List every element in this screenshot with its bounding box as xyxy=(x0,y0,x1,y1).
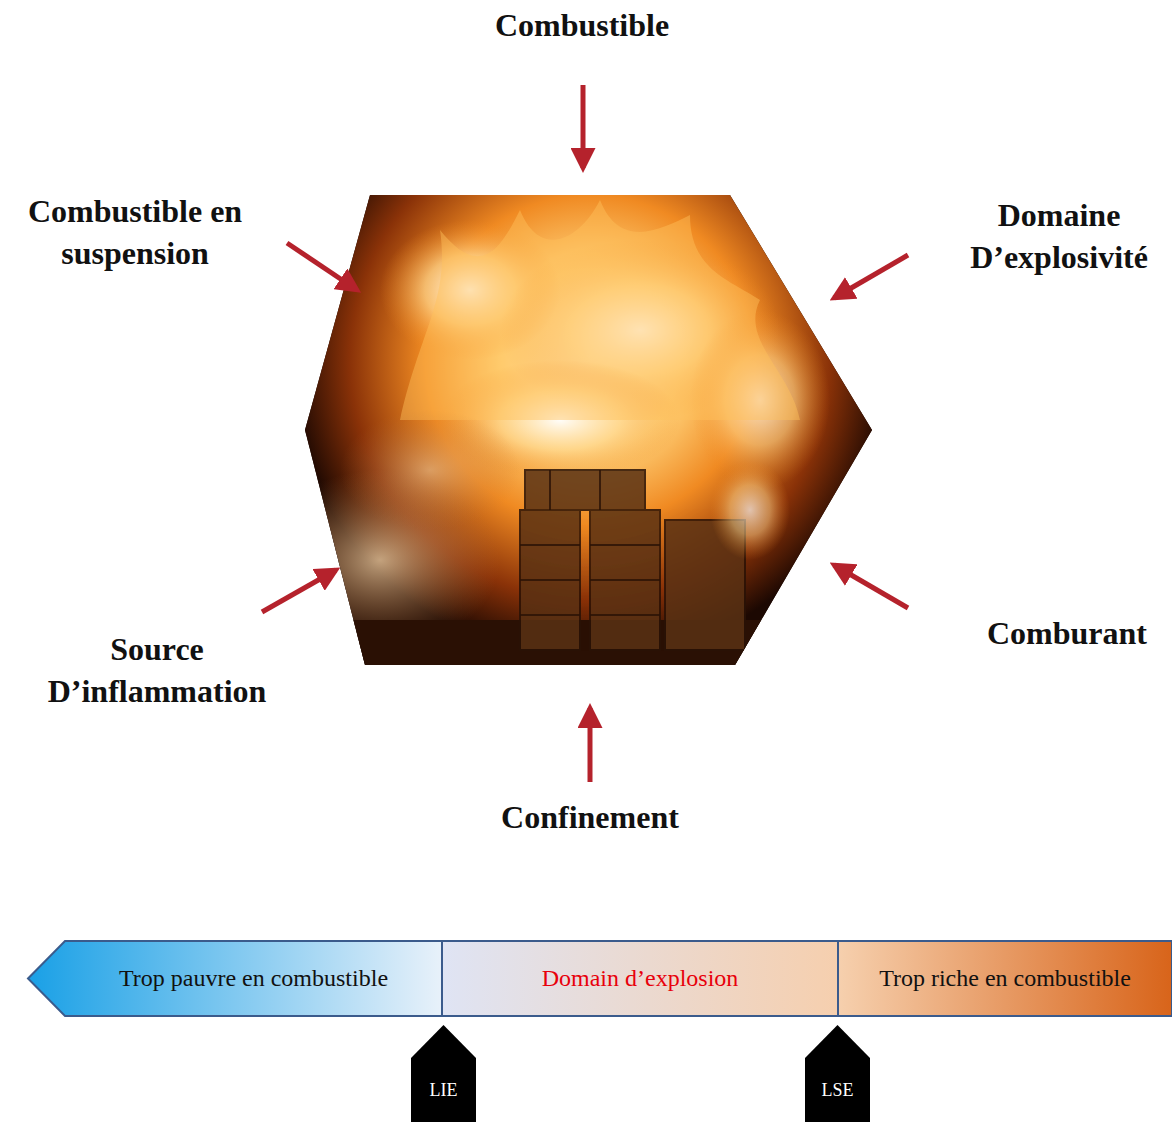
factor-label: Combustible xyxy=(495,4,669,46)
band-shape xyxy=(805,1025,870,1122)
limit-marker: LIE xyxy=(411,1025,476,1122)
band-outline xyxy=(805,1025,870,1122)
limit-marker: LSE xyxy=(805,1025,870,1122)
band-outline xyxy=(411,1025,476,1122)
band-outline xyxy=(28,941,442,1016)
range-label: Trop pauvre en combustible xyxy=(119,965,388,992)
factor-label: Confinement xyxy=(501,796,679,838)
explosive-range-band: Domain d’explosion xyxy=(442,941,838,1016)
range-label: Domain d’explosion xyxy=(542,965,739,992)
band-shape xyxy=(411,1025,476,1122)
factor-label: Comburant xyxy=(987,612,1147,654)
rich-range-band: Trop riche en combustible xyxy=(838,941,1172,1016)
band-outline xyxy=(442,941,838,1016)
factor-label: Combustible en suspension xyxy=(4,190,266,274)
factor-label: Domaine D’explosivité xyxy=(950,194,1168,278)
band-outline xyxy=(838,941,1172,1016)
factor-label: Source D’inflammation xyxy=(25,628,289,712)
range-label: Trop riche en combustible xyxy=(879,965,1131,992)
limit-label: LIE xyxy=(430,1080,458,1101)
limit-label: LSE xyxy=(821,1080,853,1101)
lean-range-band: Trop pauvre en combustible xyxy=(28,941,442,1016)
